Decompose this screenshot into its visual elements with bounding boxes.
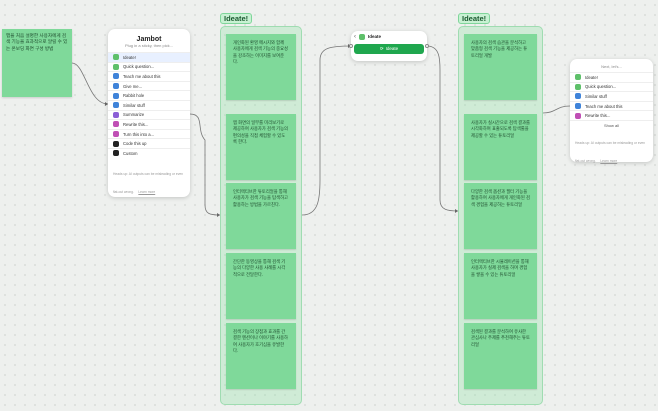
ideate-node-input-port[interactable] xyxy=(349,44,353,48)
idea-card[interactable]: 인터랙티브한 튜토리얼을 통해 사용자가 검색 기능을 탐색하고 활용하는 방법… xyxy=(226,183,296,249)
menu-item-custom[interactable]: Custom xyxy=(108,147,190,158)
idea-card[interactable]: 사용자의 검색 습관을 분석하고 맞춤형 검색 기능을 제공하는 튜토리얼 개발 xyxy=(464,34,537,100)
idea-card-text: 검색 기능의 장점과 효과를 간결한 멘션이나 이야기를 사용하여 사용자가 호… xyxy=(233,329,288,353)
menu-item-label: Similar stuff xyxy=(123,102,145,108)
ideate-button[interactable]: ⟳Ideate xyxy=(354,44,424,54)
chevron-left-icon[interactable]: ‹ xyxy=(354,33,356,40)
jambot-panel: Jambot Plug in a sticky, then pick... Id… xyxy=(108,29,190,197)
jambot-learn-more-link[interactable]: Learn more xyxy=(138,189,156,194)
rewrite-icon xyxy=(113,121,119,128)
transform-icon xyxy=(113,131,119,138)
menu-item-label: Ideate! xyxy=(585,74,598,80)
menu-item-similar-stuff[interactable]: Similar stuff xyxy=(108,99,190,110)
frame1[interactable]: 개인화된 환영 메시지와 함께 사용자에게 검색 기능의 중요성을 강조하는 이… xyxy=(220,26,302,405)
idea-card[interactable]: 간단한 동영상을 통해 검색 기능의 다양한 사용 사례를 시각적으로 전달한다… xyxy=(226,253,296,319)
next-footer-text: Heads up: AI outputs can be misleading o… xyxy=(575,140,646,163)
menu-item-teach-me-about-this[interactable]: Teach me about this xyxy=(108,71,190,81)
jambot-footer-text: Heads up: AI outputs can be misleading o… xyxy=(113,171,184,194)
idea-card[interactable]: 검색 기능의 장점과 효과를 간결한 멘션이나 이야기를 사용하여 사용자가 호… xyxy=(226,323,296,389)
menu-item-label: Rewrite this... xyxy=(585,113,611,119)
idea-card-text: 사용자의 검색 습관을 분석하고 맞춤형 검색 기능을 제공하는 튜토리얼 개발 xyxy=(471,40,528,58)
lightbulb-icon xyxy=(359,33,365,40)
source-sticky-note[interactable]: 맵을 처음 설명한 사용자에게 검색 기능을 효과적으로 알릴 수 있는 온보딩… xyxy=(2,29,72,97)
ideate-node-label: Ideate xyxy=(368,34,382,39)
idea-card-text: 간단한 동영상을 통해 검색 기능의 다양한 사용 사례를 시각적으로 전달한다… xyxy=(233,259,286,277)
jambot-subtitle: Plug in a sticky, then pick... xyxy=(125,43,173,48)
menu-item-label: Turn this into a... xyxy=(123,131,155,137)
menu-item-rewrite-this[interactable]: Rewrite this... xyxy=(108,119,190,129)
menu-item-label: Give me... xyxy=(123,83,143,89)
code-icon xyxy=(113,140,119,147)
menu-item-label: Ideate! xyxy=(123,54,136,60)
menu-item-label: Teach me about this xyxy=(585,103,623,109)
rabbit-icon xyxy=(113,92,119,99)
menu-item-label: Teach me about this xyxy=(123,73,161,79)
book-icon xyxy=(575,103,581,110)
idea-card-text: 개인화된 환영 메시지와 함께 사용자에게 검색 기능의 중요성을 강조하는 이… xyxy=(233,40,288,64)
custom-icon xyxy=(113,150,119,157)
ideate-node: ‹ Ideate ⟳Ideate xyxy=(351,31,427,61)
ideate-node-output-port[interactable] xyxy=(425,44,429,48)
jambot-title: Jambot xyxy=(136,36,162,43)
lightbulb-icon xyxy=(575,74,581,81)
frame1-label[interactable]: Ideate! xyxy=(220,13,253,24)
next-footer: Heads up: AI outputs can be misleading o… xyxy=(570,130,653,167)
menu-item-label: Quick question... xyxy=(123,64,155,70)
idea-card-text: 앱 화면의 일부를 미리보기로 제공하여 사용자가 검색 기능의 편의성을 직접… xyxy=(233,120,288,144)
idea-card-text: 사용자가 실시간으로 검색 결과를 시각화하며 표출되도록 탐색툴을 제공할 수… xyxy=(471,120,530,138)
idea-card[interactable]: 사용자가 실시간으로 검색 결과를 시각화하며 표출되도록 탐색툴을 제공할 수… xyxy=(464,114,537,180)
idea-card[interactable]: 인터랙티브한 시뮬레이션을 통해 사용자가 실제 검색을 하며 경험을 쌓을 수… xyxy=(464,253,537,319)
book-icon xyxy=(113,73,119,80)
next-panel: Next, let's... Ideate! Quick question... S… xyxy=(570,59,653,163)
list-icon xyxy=(113,83,119,90)
ideate-button-label: Ideate xyxy=(385,46,399,51)
menu-item-teach-me-about-this[interactable]: Teach me about this xyxy=(570,100,653,111)
menu-item-ideate[interactable]: Ideate! xyxy=(108,52,190,62)
frame2-label[interactable]: Ideate! xyxy=(458,13,491,24)
summarize-icon xyxy=(113,111,119,118)
menu-item-rewrite-this[interactable]: Rewrite this... xyxy=(570,110,653,120)
rewrite-icon xyxy=(575,112,581,119)
lightbulb-icon xyxy=(113,54,119,61)
jambot-footer: Heads up: AI outputs can be misleading o… xyxy=(108,158,190,198)
menu-item-code-this-up[interactable]: Code this up xyxy=(108,138,190,148)
idea-card[interactable]: 다양한 검색 옵션과 필터 기능을 활용하여 사용자에게 개인화된 검색 경험을… xyxy=(464,183,537,249)
next-learn-more-link[interactable]: Learn more xyxy=(600,158,618,163)
show-all-button[interactable]: Show all xyxy=(570,119,653,130)
similar-icon xyxy=(113,102,119,109)
question-icon xyxy=(575,83,581,90)
menu-item-label: Code this up xyxy=(123,141,147,147)
next-panel-title: Next, let's... xyxy=(601,64,622,69)
refresh-icon: ⟳ xyxy=(379,46,384,51)
question-icon xyxy=(113,63,119,70)
menu-item-quick-question[interactable]: Quick question... xyxy=(570,81,653,92)
menu-item-summarize[interactable]: Summarize xyxy=(108,109,190,120)
menu-item-ideate[interactable]: Ideate! xyxy=(570,72,653,82)
menu-item-label: Summarize xyxy=(123,112,145,118)
menu-item-label: Rewrite this... xyxy=(123,121,149,127)
idea-card[interactable]: 검색된 결과를 분석하여 유사한 관심사나 주제를 추천해주는 튜토리얼 xyxy=(464,323,537,389)
menu-item-label: Custom xyxy=(123,150,138,156)
menu-item-similar-stuff[interactable]: Similar stuff xyxy=(570,91,653,101)
menu-item-label: Rabbit hole xyxy=(123,93,145,99)
menu-item-rabbit-hole[interactable]: Rabbit hole xyxy=(108,90,190,100)
idea-card-text: 인터랙티브한 시뮬레이션을 통해 사용자가 실제 검색을 하며 경험을 쌓을 수… xyxy=(471,259,529,277)
menu-item-label: Quick question... xyxy=(585,84,617,90)
source-sticky-text: 맵을 처음 설명한 사용자에게 검색 기능을 효과적으로 알릴 수 있는 온보딩… xyxy=(6,33,68,51)
idea-card-text: 다양한 검색 옵션과 필터 기능을 활용하여 사용자에게 개인화된 검색 경험을… xyxy=(471,189,530,207)
idea-card-text: 인터랙티브한 튜토리얼을 통해 사용자가 검색 기능을 탐색하고 활용하는 방법… xyxy=(233,189,288,207)
idea-card-text: 검색된 결과를 분석하여 유사한 관심사나 주제를 추천해주는 튜토리얼 xyxy=(471,329,530,347)
idea-card[interactable]: 개인화된 환영 메시지와 함께 사용자에게 검색 기능의 중요성을 강조하는 이… xyxy=(226,34,296,100)
menu-item-give-me[interactable]: Give me... xyxy=(108,80,190,91)
frame2[interactable]: 사용자의 검색 습관을 분석하고 맞춤형 검색 기능을 제공하는 튜토리얼 개발… xyxy=(458,26,543,405)
similar-icon xyxy=(575,93,581,100)
idea-card[interactable]: 앱 화면의 일부를 미리보기로 제공하여 사용자가 검색 기능의 편의성을 직접… xyxy=(226,114,296,180)
menu-item-turn-this-into-a[interactable]: Turn this into a... xyxy=(108,128,190,139)
jambot-menu: Ideate! Quick question... Teach me about t… xyxy=(108,52,190,158)
menu-item-quick-question[interactable]: Quick question... xyxy=(108,61,190,72)
menu-item-label: Similar stuff xyxy=(585,93,607,99)
